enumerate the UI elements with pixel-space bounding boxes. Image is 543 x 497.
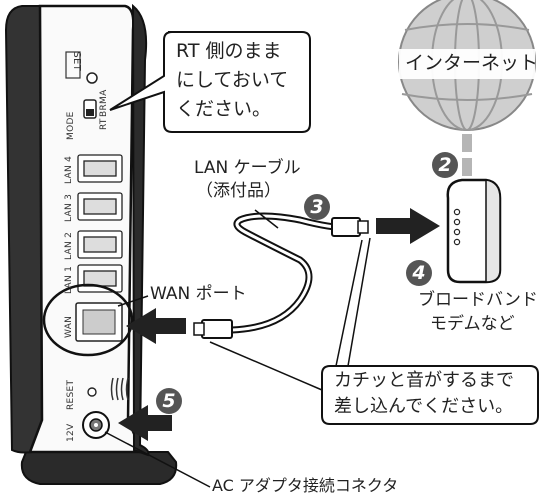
reset-button <box>87 387 97 397</box>
lan2-label: LAN 2 <box>64 231 74 260</box>
step-badge-2: 2 <box>432 152 458 178</box>
set-button <box>86 72 98 84</box>
mode-label: MODE <box>66 111 76 140</box>
wan-panel-label: WAN <box>64 315 74 338</box>
lan-connector-router-side <box>193 319 233 339</box>
internet-link-dashes <box>462 134 472 176</box>
lan-cable-sub-label: （添付品） <box>196 181 281 201</box>
reset-label: RESET <box>66 379 76 410</box>
wan-port-label: WAN ポート <box>150 284 247 304</box>
wan-highlight-circle <box>42 283 134 357</box>
callout-pointer-lines <box>209 237 371 391</box>
step-badge-3: 3 <box>304 194 330 220</box>
router-side-panel <box>4 5 44 454</box>
mode-switch-knob <box>86 109 94 116</box>
modem-side <box>485 179 501 283</box>
set-label: SET <box>71 51 83 72</box>
cable-label-leader <box>254 209 279 229</box>
power-label: 12V <box>66 423 76 442</box>
lan-cable-label: LAN ケーブル <box>194 158 301 178</box>
router-base <box>20 451 178 485</box>
insert-callout-line-1: カチッと音がするまで <box>334 370 514 391</box>
modem-status-lights <box>453 208 461 246</box>
ac-label-leader <box>104 431 211 488</box>
wan-port <box>75 302 123 342</box>
set-button-frame <box>65 51 81 79</box>
arrow-to-power <box>118 405 172 441</box>
arrow-to-wan <box>126 308 186 344</box>
router-back-panel <box>28 4 144 454</box>
insert-callout-bubble <box>321 365 539 425</box>
mode-callout-bubble <box>109 31 311 133</box>
internet-globe <box>398 0 536 131</box>
broadband-sub-label: モデムなど <box>430 314 515 334</box>
mode-option-br: BR <box>99 103 109 117</box>
mode-callout-line-1: RT 側のまま <box>176 40 282 62</box>
lan4-label: LAN 4 <box>64 155 74 184</box>
step-badge-5: 5 <box>156 388 182 414</box>
step-badge-4: 4 <box>406 260 432 286</box>
vent-slots <box>110 377 129 401</box>
mode-option-ma: MA <box>99 89 109 104</box>
insert-callout-line-2: 差し込んでください。 <box>334 396 514 417</box>
lan1-label: LAN 1 <box>64 265 74 294</box>
wan-label-leader <box>117 295 149 307</box>
ac-adapter-label: AC アダプタ接続コネクタ <box>212 476 399 495</box>
lan-connector-modem-side <box>331 217 369 237</box>
mode-option-rt: RT <box>99 118 109 130</box>
power-jack-pin <box>94 423 98 427</box>
mode-callout-line-2: にしておいて <box>176 69 289 91</box>
lan-ports <box>77 154 123 293</box>
arrow-to-modem <box>376 208 440 244</box>
mode-callout-line-3: ください。 <box>176 98 272 120</box>
internet-label: インターネット <box>405 52 539 74</box>
lan3-label: LAN 3 <box>64 193 74 222</box>
router-right-edge <box>131 3 150 457</box>
broadband-label: ブロードバンド <box>418 290 538 310</box>
